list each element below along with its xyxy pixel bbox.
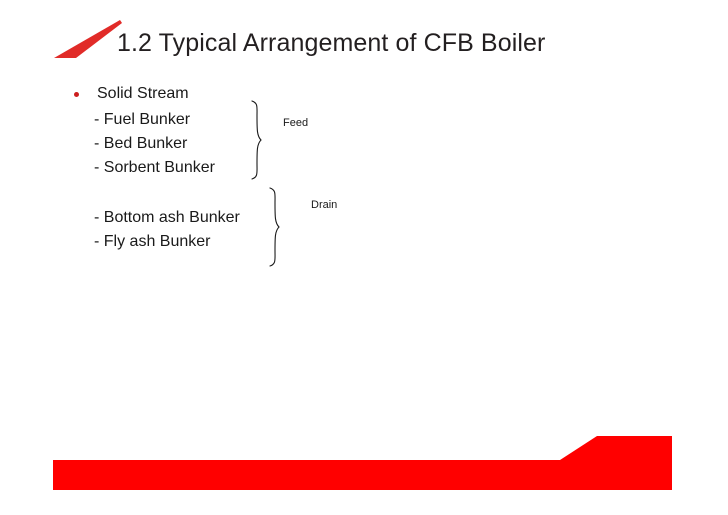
- group-label-feed: Feed: [283, 117, 309, 129]
- list-item-fuel-bunker: - Fuel Bunker: [94, 111, 191, 128]
- list-item-fly-ash-bunker: - Fly ash Bunker: [94, 233, 211, 250]
- list-item-sorbent-bunker: - Sorbent Bunker: [94, 159, 215, 176]
- page-title: 1.2 Typical Arrangement of CFB Boiler: [117, 29, 546, 57]
- list-item-bed-bunker: - Bed Bunker: [94, 135, 188, 152]
- curly-brace-feed-icon: [251, 100, 262, 180]
- list-item-bottom-ash-bunker: - Bottom ash Bunker: [94, 209, 240, 226]
- bullet-item-solid-stream: Solid Stream: [97, 85, 189, 102]
- group-label-drain: Drain: [311, 199, 338, 211]
- bullet-dot-icon: [74, 92, 79, 97]
- curly-brace-drain-icon: [269, 187, 280, 267]
